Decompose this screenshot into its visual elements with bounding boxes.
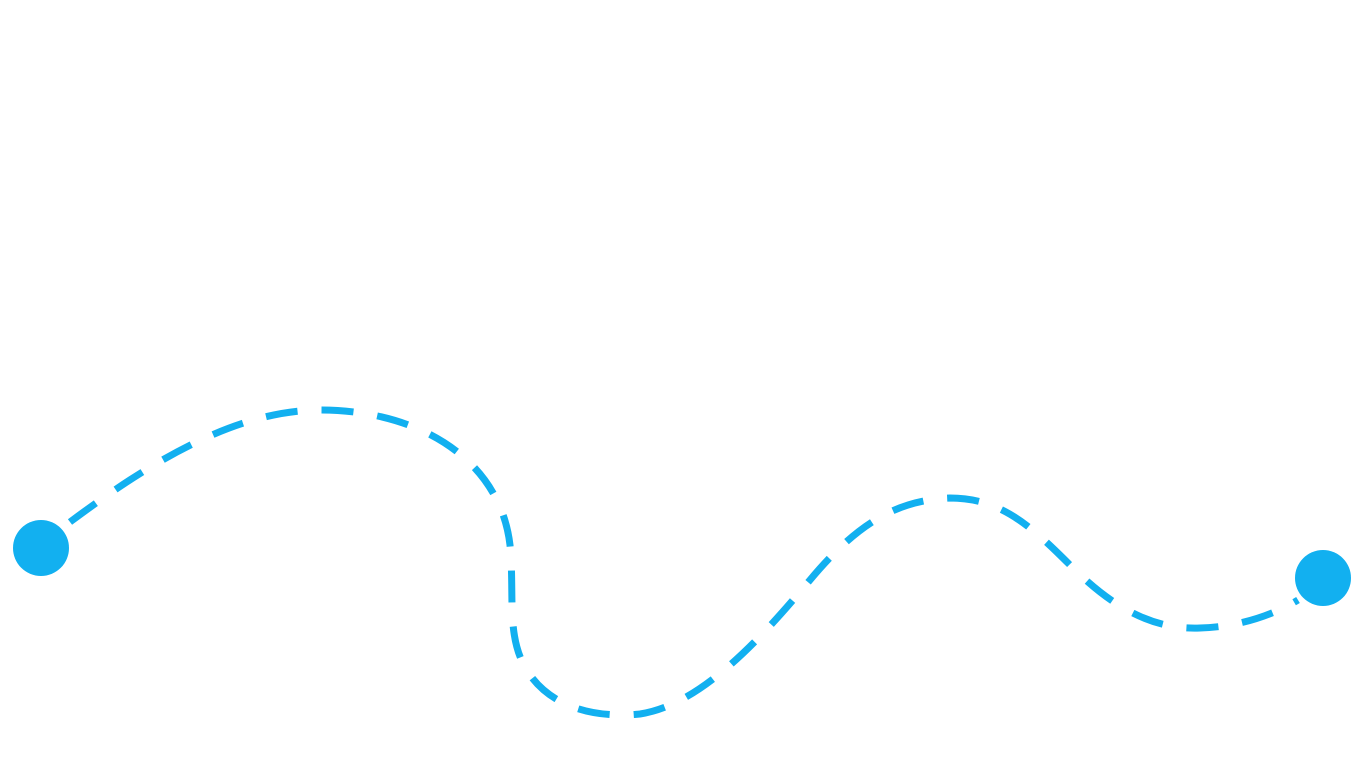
start-point-marker [13, 520, 69, 576]
dashed-route-path [67, 406, 1300, 719]
end-point-marker [1295, 550, 1351, 606]
